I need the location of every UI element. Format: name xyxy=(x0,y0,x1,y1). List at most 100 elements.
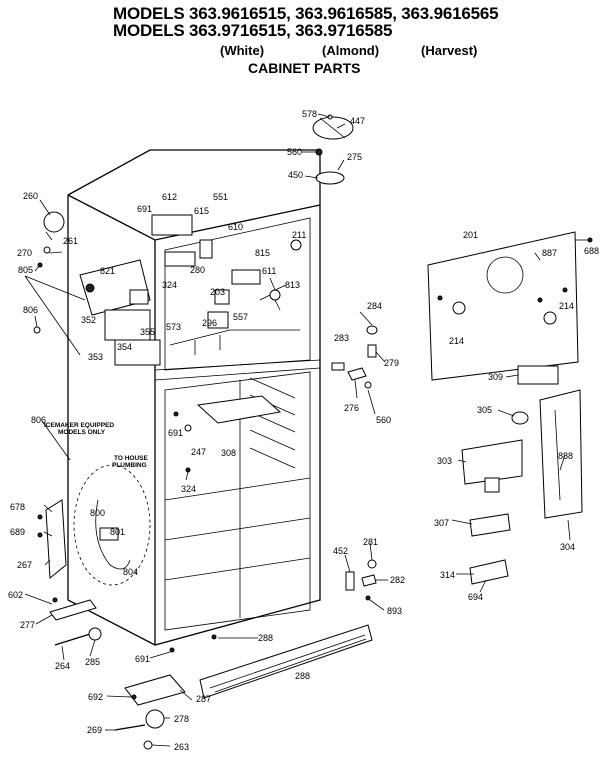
part-label-452: 452 xyxy=(333,546,348,556)
part-label-615: 615 xyxy=(194,206,209,216)
part-label-282: 282 xyxy=(390,575,405,585)
part-label-804: 804 xyxy=(123,567,138,577)
part-label-352: 352 xyxy=(81,315,96,325)
fan-assembly xyxy=(151,214,302,329)
part-label-353: 353 xyxy=(88,352,103,362)
part-label-284: 284 xyxy=(367,301,382,311)
models-line-1: MODELS 363.9616515, 363.9616585, 363.961… xyxy=(113,4,499,23)
shelf xyxy=(196,395,282,424)
part-label-692: 692 xyxy=(88,692,103,702)
part-label-801: 801 xyxy=(110,527,125,537)
bottom-hinge xyxy=(345,559,377,591)
part-label-678: 678 xyxy=(10,502,25,512)
part-label-612: 612 xyxy=(162,192,177,202)
part-label-324: 324 xyxy=(162,280,177,290)
part-label-269: 269 xyxy=(87,725,102,735)
plumbing-note-line1: TO HOUSE xyxy=(114,455,148,462)
part-label-261: 261 xyxy=(63,236,78,246)
part-label-285: 285 xyxy=(85,657,100,667)
toe-grille xyxy=(199,624,373,699)
page-subtitle: CABINET PARTS xyxy=(248,60,361,76)
part-label-888: 888 xyxy=(558,451,573,461)
part-label-276: 276 xyxy=(344,403,359,413)
models-line-2: MODELS 363.9716515, 363.9716585 xyxy=(113,21,393,40)
part-label-260: 260 xyxy=(23,191,38,201)
part-label-214: 214 xyxy=(449,336,464,346)
hinge-parts xyxy=(331,325,378,381)
part-label-211: 211 xyxy=(292,230,306,240)
part-label-578: 578 xyxy=(302,109,317,119)
top-vent-assembly xyxy=(312,114,354,185)
part-label-303: 303 xyxy=(437,456,452,466)
part-label-277: 277 xyxy=(20,620,35,630)
part-label-355: 355 xyxy=(140,327,155,337)
part-label-806: 806 xyxy=(31,415,46,425)
cover-plate xyxy=(517,365,559,385)
part-labels: 578 447 560 275 450 260 612 551 691 615 610 211 201 2… xyxy=(8,109,599,752)
leveling-rollers xyxy=(49,599,186,750)
part-label-887: 887 xyxy=(542,248,557,258)
part-label-806: 806 xyxy=(23,305,38,315)
part-label-611: 611 xyxy=(262,266,276,276)
icemaker-note-line2: MODELS ONLY xyxy=(58,429,106,436)
part-label-264: 264 xyxy=(55,661,70,671)
part-label-893: 893 xyxy=(387,606,402,616)
part-label-214: 214 xyxy=(559,301,574,311)
part-label-304: 304 xyxy=(560,542,575,552)
part-label-275: 275 xyxy=(347,152,362,162)
part-label-694: 694 xyxy=(468,592,483,602)
part-label-263: 263 xyxy=(174,742,189,752)
part-label-691: 691 xyxy=(135,654,150,664)
part-label-551: 551 xyxy=(213,192,228,202)
part-label-689: 689 xyxy=(10,527,25,537)
water-line-kit xyxy=(73,464,151,586)
part-label-288: 288 xyxy=(295,671,310,681)
part-label-324: 324 xyxy=(181,484,196,494)
part-label-314: 314 xyxy=(440,570,455,580)
leader-lines xyxy=(24,113,590,747)
part-label-691: 691 xyxy=(137,204,152,214)
part-label-691: 691 xyxy=(168,428,183,438)
part-label-279: 279 xyxy=(384,358,399,368)
part-label-280: 280 xyxy=(190,265,205,275)
cabinet-body xyxy=(67,149,321,646)
part-label-305: 305 xyxy=(477,405,492,415)
part-label-283: 283 xyxy=(334,333,349,343)
plumbing-note-line2: PLUMBING xyxy=(112,462,147,469)
part-label-308: 308 xyxy=(221,448,236,458)
part-label-557: 557 xyxy=(233,312,248,322)
icemaker-assembly xyxy=(43,211,161,366)
part-label-560: 560 xyxy=(376,415,391,425)
part-label-201: 201 xyxy=(463,230,478,240)
part-label-307: 307 xyxy=(434,518,449,528)
part-label-288: 288 xyxy=(258,633,273,643)
hinge-bracket xyxy=(37,499,67,580)
icemaker-note-line1: ICEMAKER EQUIPPED xyxy=(44,422,114,429)
part-label-821: 821 xyxy=(100,266,115,276)
color-almond: (Almond) xyxy=(322,43,380,58)
part-label-573: 573 xyxy=(166,322,181,332)
part-label-203: 203 xyxy=(210,287,225,297)
part-label-602: 602 xyxy=(8,590,23,600)
part-label-278: 278 xyxy=(174,714,189,724)
icemaker-note: ICEMAKER EQUIPPED MODELS ONLY TO HOUSE P… xyxy=(44,422,148,469)
color-harvest: (Harvest) xyxy=(421,43,478,58)
part-label-447: 447 xyxy=(350,116,365,126)
part-label-309: 309 xyxy=(488,372,503,382)
part-label-688: 688 xyxy=(584,246,599,256)
color-white: (White) xyxy=(220,43,265,58)
part-label-287: 287 xyxy=(196,694,211,704)
part-label-281: 281 xyxy=(363,537,378,547)
part-label-296: 296 xyxy=(202,318,217,328)
fasteners xyxy=(33,237,593,700)
part-label-247: 247 xyxy=(191,447,206,457)
part-label-815: 815 xyxy=(255,248,270,258)
part-label-610: 610 xyxy=(228,222,243,232)
evaporator-cover xyxy=(427,231,579,381)
part-label-450: 450 xyxy=(288,170,303,180)
part-label-270: 270 xyxy=(17,248,32,258)
part-label-805: 805 xyxy=(18,265,33,275)
part-label-267: 267 xyxy=(17,560,32,570)
control-housing xyxy=(461,389,583,585)
